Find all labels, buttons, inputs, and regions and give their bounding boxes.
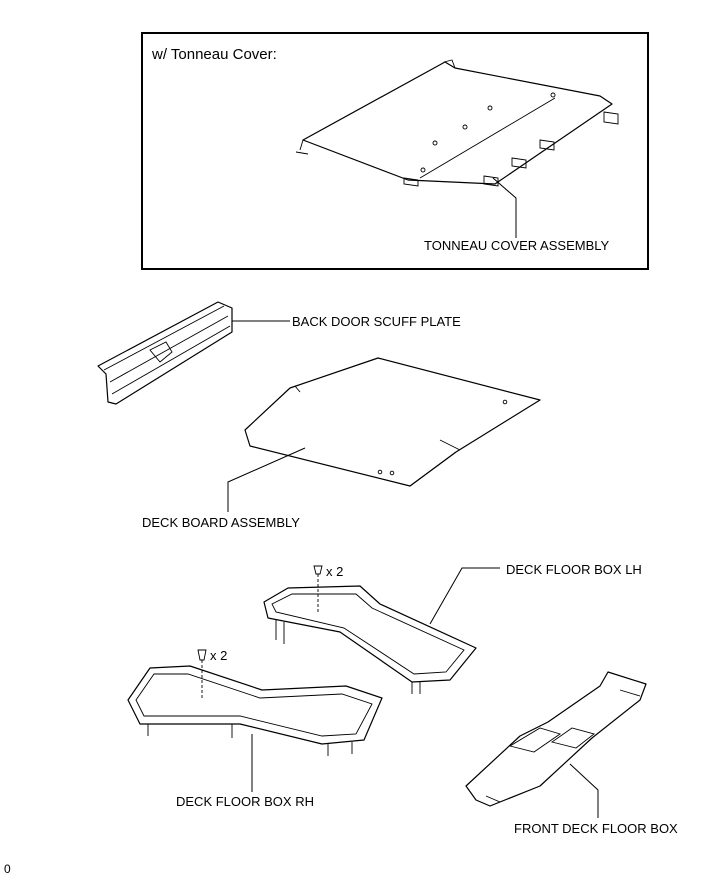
back-door-scuff-plate-drawing (97, 301, 290, 405)
tonneau-cover-drawing (295, 59, 619, 238)
deck-floor-box-rh-drawing (127, 649, 383, 792)
label-deck-floor-box-lh: DECK FLOOR BOX LH (506, 562, 642, 577)
label-front-deck-floor-box: FRONT DECK FLOOR BOX (514, 821, 678, 836)
label-tonneau-cover-assembly: TONNEAU COVER ASSEMBLY (424, 238, 610, 253)
tonneau-variant-frame (141, 32, 649, 270)
variant-note: w/ Tonneau Cover: (152, 46, 277, 63)
label-deck-board-assembly: DECK BOARD ASSEMBLY (142, 515, 300, 530)
qty-rh-screws: x 2 (210, 648, 228, 663)
deck-floor-box-lh-drawing (263, 565, 500, 694)
qty-lh-screws: x 2 (326, 564, 344, 579)
label-back-door-scuff-plate: BACK DOOR SCUFF PLATE (292, 314, 461, 329)
deck-board-drawing (227, 357, 541, 512)
front-deck-floor-box-drawing (465, 671, 647, 818)
page-marker: 0 (4, 862, 11, 876)
label-deck-floor-box-rh: DECK FLOOR BOX RH (176, 794, 314, 809)
